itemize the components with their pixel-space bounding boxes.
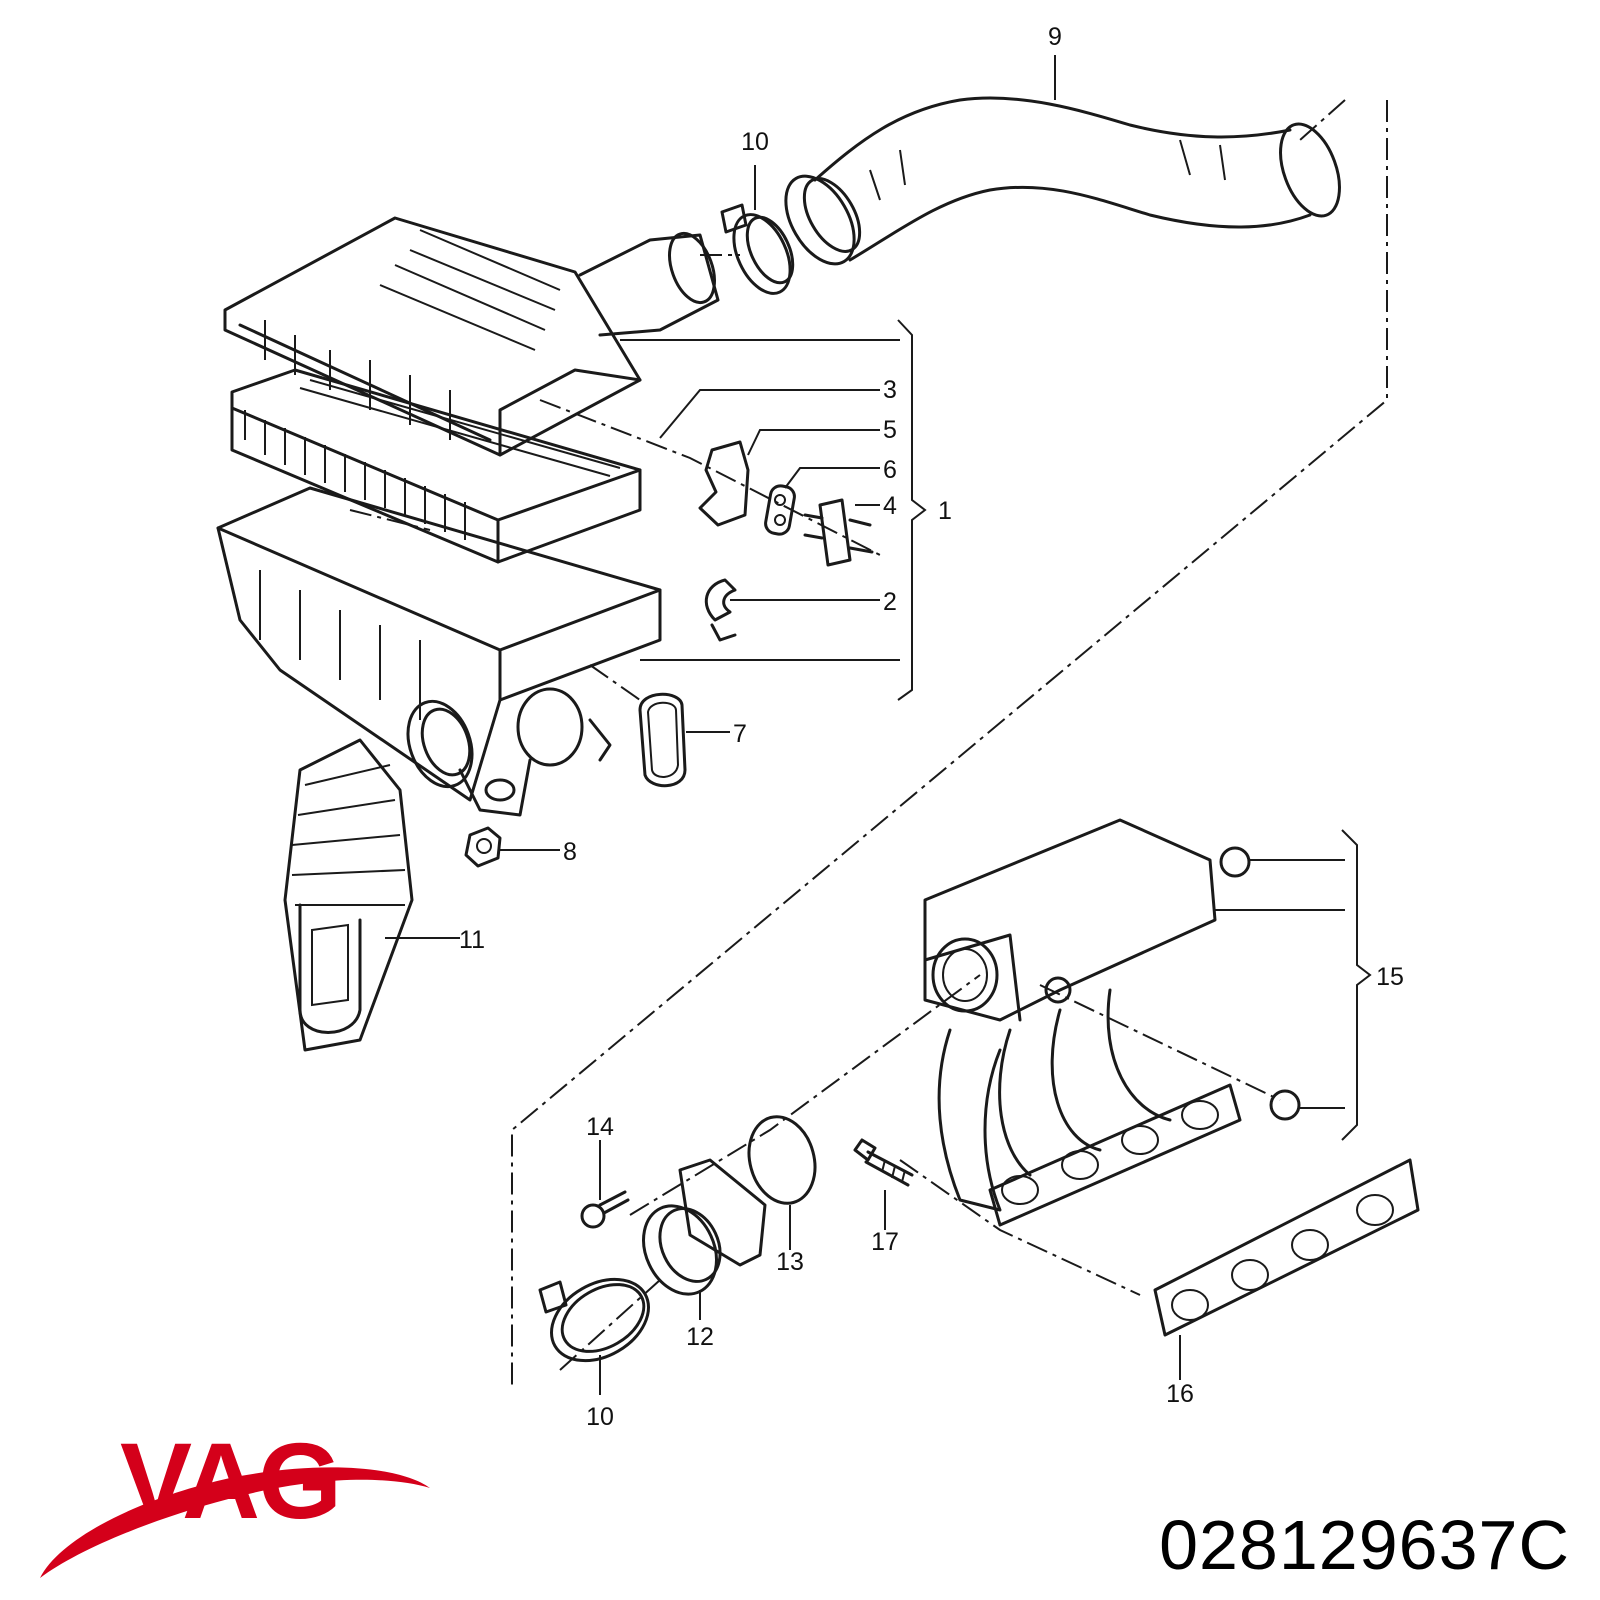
callout-9: 9 (1048, 23, 1062, 51)
screw (580, 1190, 630, 1229)
leader-lines (385, 55, 1372, 1395)
callout-17: 17 (871, 1228, 899, 1256)
callout-6: 6 (883, 456, 897, 484)
callout-2: 2 (883, 588, 897, 616)
nut (464, 826, 502, 868)
section-boundary (511, 99, 1388, 1390)
housing-gasket (638, 692, 687, 788)
callout-5: 5 (883, 416, 897, 444)
part-number: 028129637C (1159, 1506, 1570, 1584)
callout-12: 12 (686, 1323, 714, 1351)
callout-11: 11 (459, 926, 485, 954)
flange-adaptor (642, 1158, 767, 1296)
hose-clamp-top (720, 203, 795, 295)
callout-3: 3 (883, 376, 897, 404)
manifold-gasket (1153, 1158, 1420, 1337)
intake-manifold (923, 818, 1301, 1227)
callout-labels: 9 10 3 5 6 4 1 2 7 8 11 15 14 13 17 12 1… (459, 23, 1404, 1431)
logo-text: VAG (120, 1420, 340, 1541)
air-filter-upper-housing (223, 216, 720, 457)
callout-7: 7 (733, 720, 747, 748)
logo-swoosh (40, 1467, 430, 1578)
temperature-sender (803, 498, 874, 567)
bracket (698, 440, 750, 527)
clip (704, 578, 737, 642)
intake-hose (784, 96, 1341, 266)
gasket-small (764, 484, 796, 536)
callout-13: 13 (776, 1248, 804, 1276)
air-filter-lower-housing (216, 486, 662, 817)
center-lines (349, 254, 1281, 1371)
intake-duct (283, 738, 414, 1052)
vag-logo: VAG (40, 1420, 430, 1578)
o-ring (747, 1115, 817, 1205)
callout-8: 8 (563, 838, 577, 866)
callout-1: 1 (938, 497, 952, 525)
callout-16: 16 (1166, 1380, 1194, 1408)
callout-14: 14 (586, 1113, 614, 1141)
callout-10-top: 10 (741, 128, 769, 156)
bolt (853, 1138, 914, 1187)
air-filter-element (230, 368, 642, 564)
callout-15: 15 (1376, 963, 1404, 991)
callout-4: 4 (883, 492, 897, 520)
callout-10-bottom: 10 (586, 1403, 614, 1431)
